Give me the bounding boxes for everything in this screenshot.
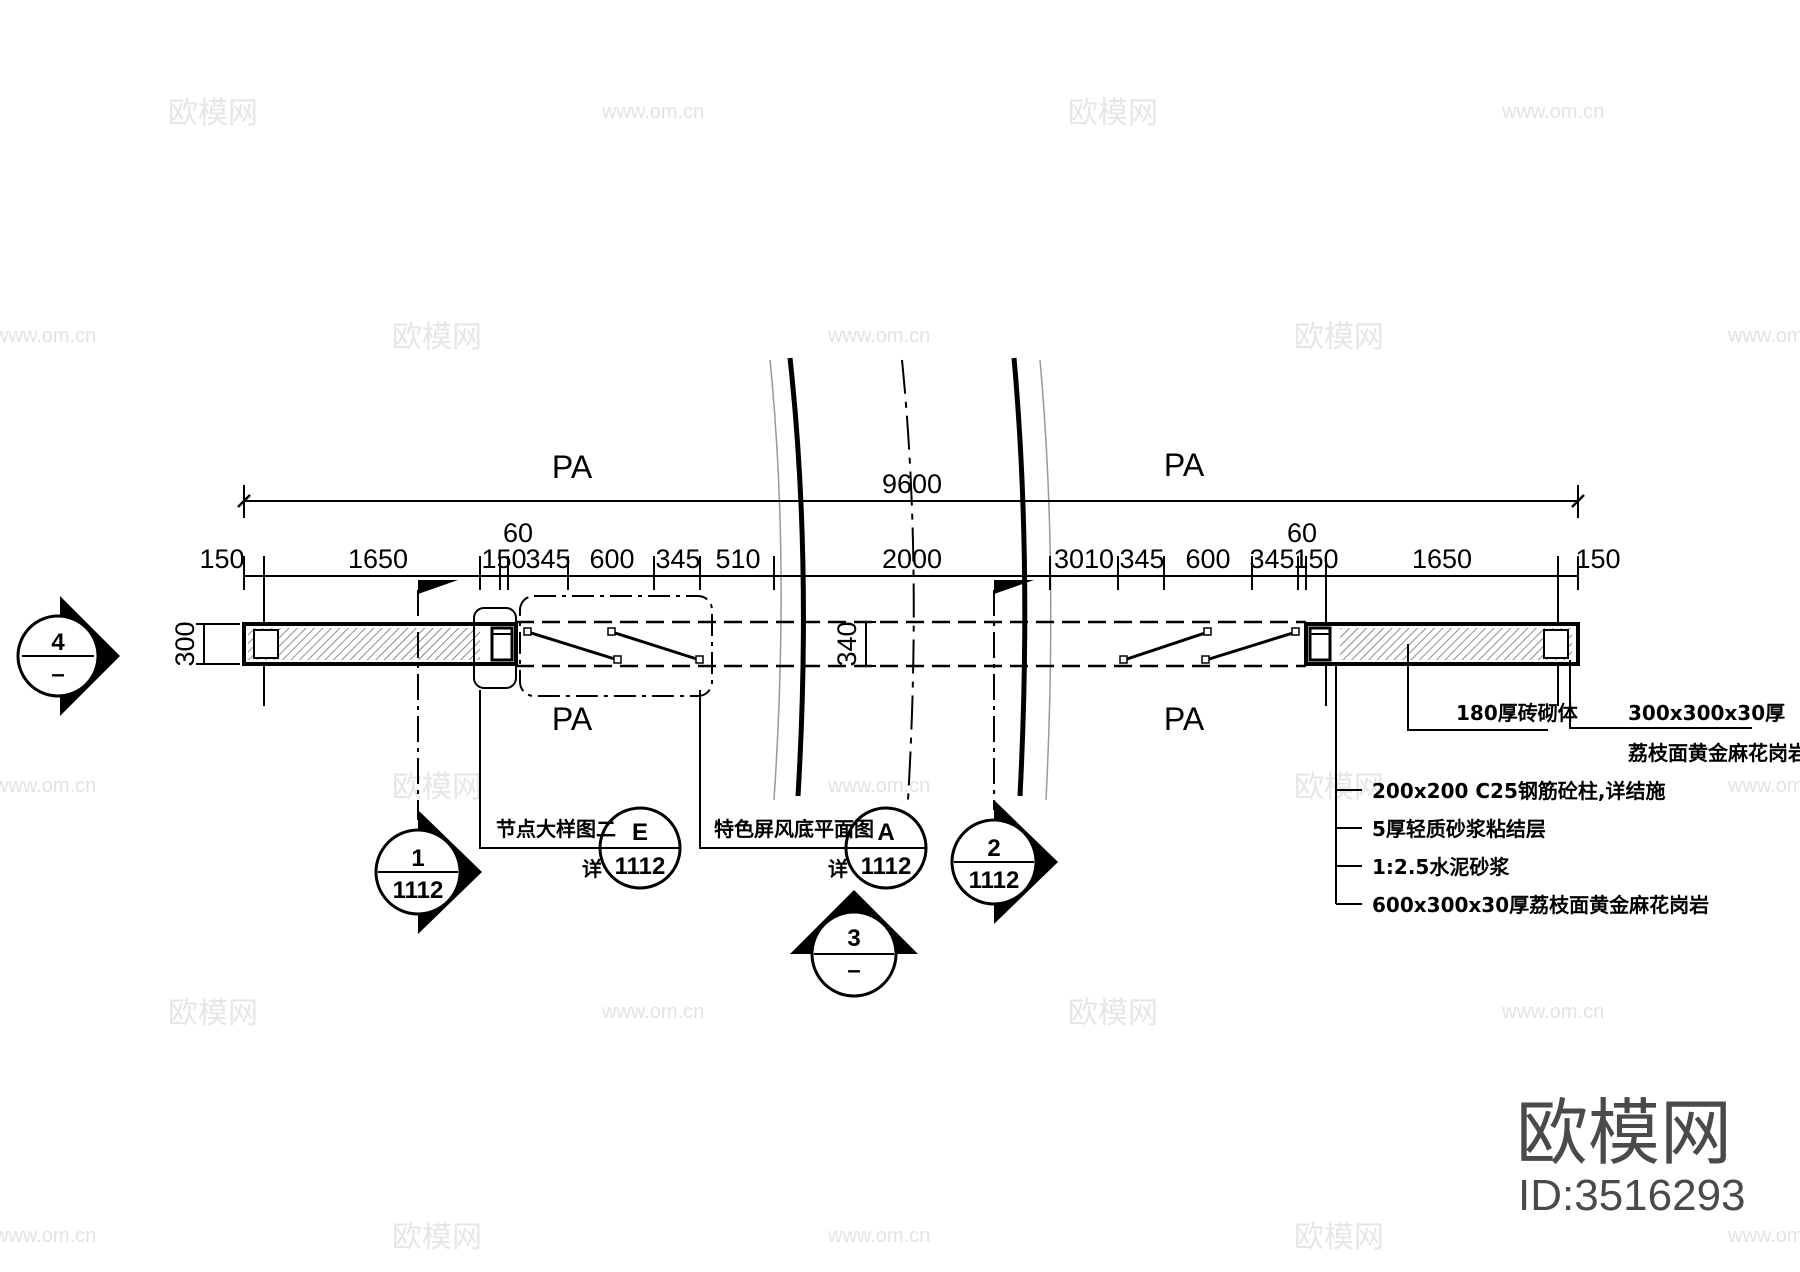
overall-dimension: 9600: [237, 469, 1585, 518]
screen-dashed-outline: [473, 595, 1306, 697]
logo-text: 欧模网: [1516, 1091, 1732, 1175]
section-mark-3: 3 –: [790, 890, 918, 998]
section-mark-3-sheet: –: [847, 957, 860, 984]
watermark-url: www.om.cn: [601, 1001, 704, 1023]
watermark-brand: 欧模网: [392, 320, 482, 355]
note-cap: 300x300x30厚: [1628, 701, 1785, 725]
note-brick: 180厚砖砌体: [1456, 701, 1579, 725]
dim-gap-right: 60: [1287, 518, 1317, 548]
watermark-brand: 欧模网: [1294, 770, 1384, 805]
detail-a-label: 特色屏风底平面图: [714, 817, 874, 841]
section-mark-2-number: 2: [987, 835, 1000, 862]
note-layer: 5厚轻质砂浆粘结层: [1372, 817, 1546, 841]
section-mark-3-number: 3: [847, 925, 860, 952]
dim-height-mid: 340: [832, 621, 862, 666]
dim-segment: 1650: [348, 544, 408, 574]
watermark-brand: 欧模网: [1068, 996, 1158, 1031]
section-cut-lines: [417, 580, 1034, 820]
dim-segment: 345: [525, 544, 570, 574]
dim-segment: 150: [1575, 544, 1620, 574]
section-mark-1-sheet: 1112: [393, 877, 444, 904]
watermark-url: www.om.cn: [827, 1225, 930, 1247]
watermark-url: www.om.cn: [1727, 325, 1800, 347]
note-cap-material: 荔枝面黄金麻花岗岩: [1628, 741, 1800, 765]
dim-segment: 3010: [1054, 544, 1114, 574]
dim-segment: 345: [655, 544, 700, 574]
dim-height-left: 300: [170, 621, 200, 666]
zone-label-pa: PA: [552, 449, 593, 485]
dim-segment: 345: [1249, 544, 1294, 574]
height-dimension-left: 300: [170, 621, 240, 667]
detail-a-sheet: 1112: [861, 853, 912, 880]
watermark-url: www.om.cn: [827, 775, 930, 797]
segment-dimension: 150 1650 150 345 600 345 510 2000 3010 3…: [199, 518, 1621, 706]
note-layer: 600x300x30厚荔枝面黄金麻花岗岩: [1372, 893, 1709, 917]
detail-e-sheet: 1112: [615, 853, 666, 880]
dim-gap-left: 60: [503, 518, 533, 548]
section-mark-1: 1 1112: [374, 810, 482, 934]
watermark-layer: 欧模网 www.om.cn 欧模网 www.om.cn 欧模网 www.om.c…: [0, 96, 1800, 1255]
watermark-url: www.om.cn: [0, 325, 96, 347]
dim-segment: 150: [1293, 544, 1338, 574]
watermark-url: www.om.cn: [1727, 775, 1800, 797]
section-mark-4-sheet: –: [51, 661, 64, 688]
zone-label-pa: PA: [552, 701, 593, 737]
height-dimension-mid: 340: [832, 621, 876, 667]
section-mark-2-sheet: 1112: [969, 867, 1020, 894]
detail-e-letter: E: [632, 819, 648, 846]
zone-label-pa: PA: [1164, 447, 1205, 483]
dim-segment: 1650: [1412, 544, 1472, 574]
overall-dimension-value: 9600: [882, 469, 942, 499]
logo-block: 欧模网 ID:3516293: [1516, 1091, 1746, 1220]
dim-segment: 510: [715, 544, 760, 574]
watermark-url: www.om.cn: [0, 1225, 96, 1247]
note-layer: 200x200 C25钢筋砼柱,详结施: [1372, 779, 1665, 803]
detail-a-letter: A: [877, 819, 894, 846]
road-curves: [769, 357, 1052, 801]
dim-segment: 600: [589, 544, 634, 574]
watermark-url: www.om.cn: [1501, 101, 1604, 123]
watermark-url: www.om.cn: [827, 325, 930, 347]
section-mark-2: 2 1112: [950, 800, 1058, 924]
detail-callout-e: E 1112 节点大样图二 详: [479, 690, 682, 890]
wall-right: [1304, 622, 1580, 666]
watermark-brand: 欧模网: [392, 770, 482, 805]
pivot-panels: [523, 627, 1300, 664]
watermark-url: www.om.cn: [601, 101, 704, 123]
wall-left: [242, 622, 518, 666]
watermark-url: www.om.cn: [1727, 1225, 1800, 1247]
dim-segment: 2000: [882, 544, 942, 574]
watermark-url: www.om.cn: [1501, 1001, 1604, 1023]
dim-segment: 150: [481, 544, 526, 574]
watermark-brand: 欧模网: [1294, 1220, 1384, 1255]
watermark-brand: 欧模网: [392, 1220, 482, 1255]
detail-e-prefix: 详: [582, 857, 602, 881]
watermark-brand: 欧模网: [1068, 96, 1158, 131]
section-mark-1-number: 1: [411, 845, 424, 872]
detail-e-label: 节点大样图二: [496, 817, 616, 841]
dim-segment: 345: [1119, 544, 1164, 574]
watermark-brand: 欧模网: [168, 96, 258, 131]
detail-callout-a: A 1112 特色屏风底平面图 详: [699, 690, 928, 890]
detail-a-prefix: 详: [828, 857, 848, 881]
section-mark-4-number: 4: [51, 629, 65, 656]
material-notes: 180厚砖砌体 300x300x30厚 荔枝面黄金麻花岗岩 200x200 C2…: [1335, 644, 1800, 917]
logo-id: ID:3516293: [1518, 1171, 1746, 1220]
dim-segment: 150: [199, 544, 244, 574]
note-layer: 1:2.5水泥砂浆: [1372, 855, 1510, 879]
section-mark-4: 4 –: [16, 596, 120, 716]
dim-segment: 600: [1185, 544, 1230, 574]
zone-label-pa: PA: [1164, 701, 1205, 737]
watermark-brand: 欧模网: [168, 996, 258, 1031]
watermark-url: www.om.cn: [0, 775, 96, 797]
watermark-brand: 欧模网: [1294, 320, 1384, 355]
